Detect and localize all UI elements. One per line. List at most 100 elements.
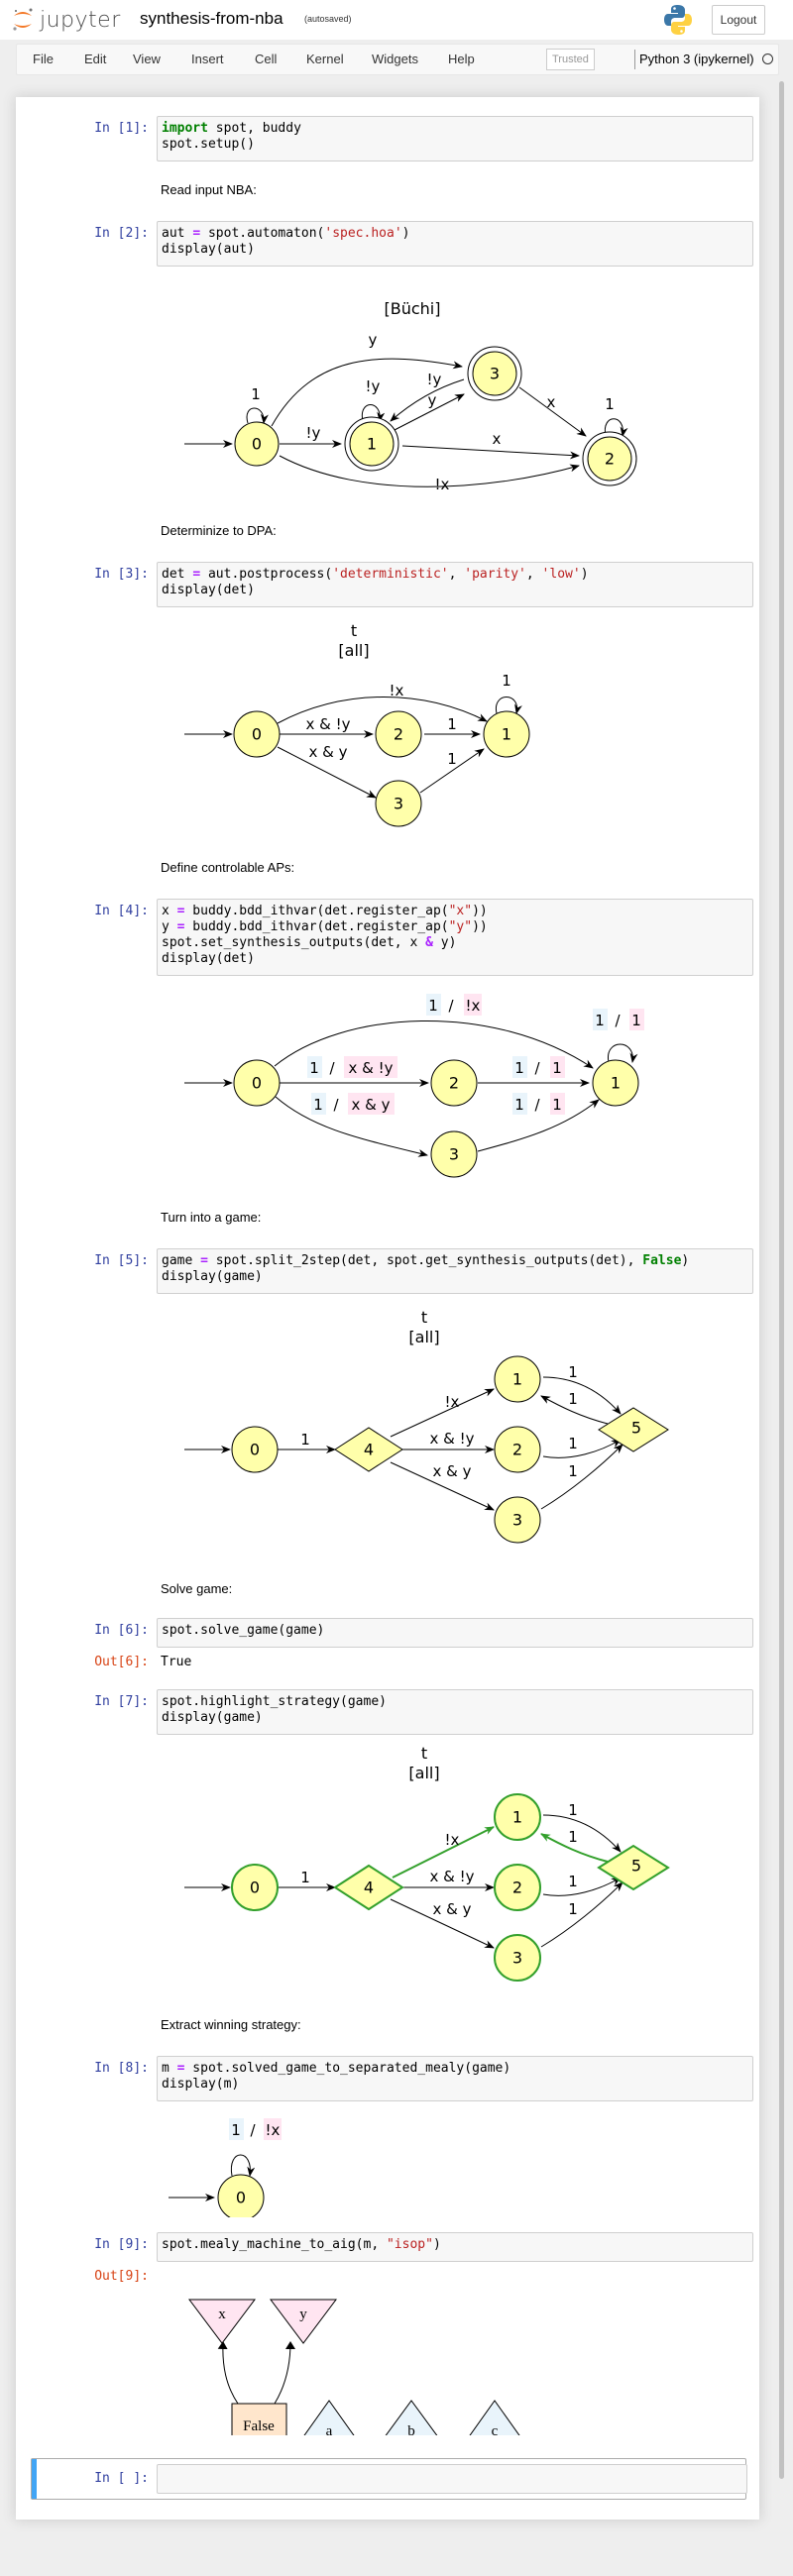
edge-label: 1	[447, 715, 457, 733]
edge-label: 1	[568, 1435, 578, 1452]
mealy-machine-diagram: 1 / !x 0	[169, 2118, 282, 2217]
edge-3-1	[419, 748, 485, 794]
kernel-name[interactable]: Python 3 (ipykernel)	[639, 52, 754, 66]
menu-edit[interactable]: Edit	[84, 52, 107, 66]
code-text: spot.set_synthesis_outputs(det, x	[162, 935, 426, 950]
code-text: )	[401, 226, 410, 241]
code-operator: =	[176, 919, 185, 934]
menu-cell[interactable]: Cell	[255, 52, 278, 66]
edge-label: x & y	[309, 743, 348, 761]
edge-false-y	[274, 2341, 295, 2405]
winning-state-5: 5	[597, 1844, 670, 1891]
svg-text:0: 0	[252, 435, 262, 454]
cell-prompt: In [3]:	[94, 567, 149, 582]
cell-prompt: In [4]:	[94, 904, 149, 918]
jupyter-logo-text: jupyter	[40, 7, 121, 33]
menu-kernel[interactable]: Kernel	[306, 52, 344, 66]
code-text: aut.postprocess(	[200, 567, 333, 582]
aig-output-x: x	[188, 2299, 256, 2344]
edge-2-5	[542, 1877, 622, 1896]
aig-const-false: False	[231, 2403, 287, 2435]
edge-label: x & !y	[430, 1868, 475, 1885]
code-cell-4[interactable]: x = buddy.bdd_ithvar(det.register_ap("x"…	[157, 899, 753, 976]
edge-label: 1	[568, 1363, 578, 1381]
edge-label: 1	[605, 395, 615, 413]
edge-label: 1	[568, 1873, 578, 1890]
edge-4-3	[390, 1461, 495, 1511]
notebook-title[interactable]: synthesis-from-nba	[140, 9, 283, 28]
code-text: det	[162, 567, 193, 582]
cell-prompt: In [6]:	[94, 1623, 149, 1638]
code-text: buddy.bdd_ithvar(det.register_ap(	[184, 919, 449, 934]
state-2: 2	[494, 1426, 541, 1473]
edge-label: y	[369, 331, 378, 349]
menu-file[interactable]: File	[33, 52, 54, 66]
edge-label: 1	[568, 1390, 578, 1408]
code-operator: =	[192, 226, 201, 241]
menu-widgets[interactable]: Widgets	[372, 52, 418, 66]
jupyter-logo[interactable]: jupyter	[12, 6, 121, 34]
logout-button[interactable]: Logout	[712, 5, 765, 35]
code-string: 'low'	[541, 567, 581, 582]
menu-insert[interactable]: Insert	[191, 52, 224, 66]
edge-0-0	[230, 2154, 256, 2177]
code-text: display(det)	[162, 951, 255, 966]
edge-label-0-3: 1 / x & y	[311, 1093, 395, 1115]
output-text: True	[161, 1655, 192, 1669]
code-cell-8[interactable]: m = spot.solved_game_to_separated_mealy(…	[157, 2056, 753, 2101]
empty-code-input[interactable]	[157, 2464, 747, 2494]
code-cell-5[interactable]: game = spot.split_2step(det, spot.get_sy…	[157, 1248, 753, 1294]
svg-text:1: 1	[514, 1059, 524, 1077]
edge-label: !x	[435, 476, 450, 493]
svg-text:1: 1	[552, 1059, 562, 1077]
svg-text:1: 1	[309, 1059, 319, 1077]
code-text: y	[162, 919, 177, 934]
code-cell-3[interactable]: det = aut.postprocess('deterministic', '…	[157, 562, 753, 607]
svg-text:0: 0	[236, 2189, 246, 2207]
svg-text:1: 1	[367, 435, 377, 454]
acceptance-subtitle: [all]	[338, 641, 369, 660]
code-text: spot.mealy_machine_to_aig(m,	[162, 2237, 387, 2252]
edge-0-3	[271, 358, 463, 427]
code-text: display(game)	[162, 1710, 263, 1725]
code-cell-1[interactable]: import spot, buddy spot.setup()	[157, 116, 753, 161]
svg-text:0: 0	[250, 1878, 260, 1897]
markdown-text: Turn into a game:	[161, 1210, 262, 1225]
svg-text:5: 5	[631, 1857, 641, 1876]
dpa-diagram: t [all] !x x & !y x & y 1 1 1 0 2 1 3	[184, 621, 530, 827]
menu-help[interactable]: Help	[448, 52, 475, 66]
code-cell-9[interactable]: spot.mealy_machine_to_aig(m, "isop")	[157, 2232, 753, 2262]
edge-label: 1	[447, 750, 457, 768]
svg-text:/: /	[448, 997, 454, 1015]
code-text: ,	[448, 567, 465, 582]
svg-text:/: /	[329, 1059, 335, 1077]
code-text: buddy.bdd_ithvar(det.register_ap(	[184, 904, 449, 918]
code-cell-6[interactable]: spot.solve_game(game)	[157, 1618, 753, 1648]
svg-text:2: 2	[449, 1074, 459, 1093]
code-text: spot.setup()	[162, 137, 255, 152]
edge-label: !x	[390, 682, 404, 699]
svg-text:1: 1	[231, 2121, 241, 2139]
code-text: spot.solved_game_to_separated_mealy(game…	[184, 2061, 511, 2076]
svg-text:c: c	[492, 2423, 499, 2435]
edge-0-3	[277, 746, 377, 799]
code-text: ))	[472, 919, 488, 934]
code-keyword: False	[642, 1253, 682, 1268]
edge-label: 1	[502, 672, 511, 690]
edge-label: y	[428, 391, 437, 409]
code-text: spot.highlight_strategy(game)	[162, 1694, 387, 1709]
code-cell-2[interactable]: aut = spot.automaton('spec.hoa') display…	[157, 221, 753, 267]
trusted-indicator[interactable]: Trusted	[546, 49, 595, 70]
edge-label: x & y	[433, 1900, 472, 1918]
svg-text:3: 3	[490, 365, 500, 383]
svg-text:3: 3	[512, 1511, 522, 1530]
menu-view[interactable]: View	[133, 52, 161, 66]
cell-prompt: In [9]:	[94, 2237, 149, 2252]
edge-0-0	[246, 407, 269, 424]
edge-label: 1	[300, 1431, 310, 1449]
aig-input-a: a	[303, 2400, 355, 2435]
code-cell-7[interactable]: spot.highlight_strategy(game) display(ga…	[157, 1689, 753, 1735]
scrollbar[interactable]	[779, 81, 784, 2479]
edge-3-1	[477, 1099, 600, 1152]
markdown-text: Extract winning strategy:	[161, 2017, 301, 2032]
